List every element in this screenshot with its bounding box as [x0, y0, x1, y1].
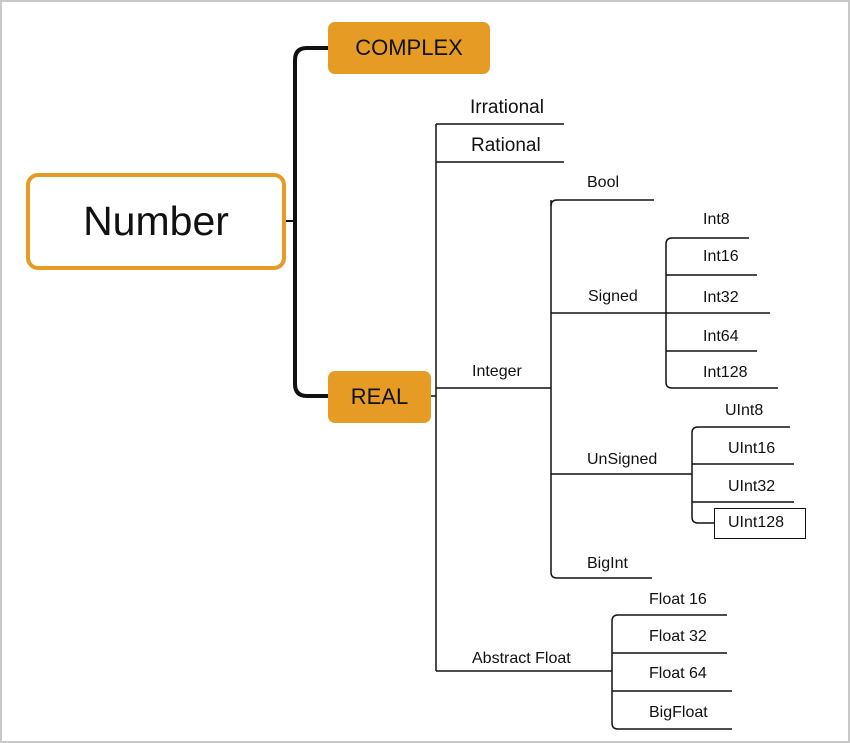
- connector-integer-spine: [550, 200, 558, 579]
- node-abstract-float: Abstract Float: [472, 650, 571, 667]
- node-int128: Int128: [703, 364, 748, 381]
- node-uint128: UInt128: [728, 514, 785, 531]
- node-integer: Integer: [472, 363, 522, 380]
- node-uint8: UInt8: [725, 402, 764, 419]
- node-uint16: UInt16: [728, 440, 776, 457]
- node-bool: Bool: [587, 174, 620, 191]
- node-float16: Float 16: [649, 591, 707, 608]
- root-node-number: Number: [26, 173, 286, 270]
- node-signed: Signed: [588, 288, 638, 305]
- connector-signed-spine: [665, 237, 778, 389]
- node-float32: Float 32: [649, 628, 707, 645]
- connector-float-spine: [611, 614, 732, 730]
- node-bigint: BigInt: [587, 555, 628, 572]
- node-unsigned: UnSigned: [587, 451, 658, 468]
- connector-level1-bracket: [293, 46, 328, 398]
- node-real: REAL: [328, 371, 431, 423]
- node-rational: Rational: [471, 135, 541, 156]
- connector-unsigned-spine: [691, 426, 790, 524]
- node-irrational: Irrational: [470, 97, 544, 118]
- node-uint128-box: [714, 508, 806, 539]
- node-complex: COMPLEX: [328, 22, 490, 74]
- node-uint32: UInt32: [728, 478, 776, 495]
- node-int16: Int16: [703, 248, 739, 265]
- node-bigfloat: BigFloat: [649, 704, 708, 721]
- node-real-label: REAL: [350, 384, 409, 409]
- node-int32: Int32: [703, 289, 739, 306]
- node-int8: Int8: [703, 211, 730, 228]
- node-int64: Int64: [703, 328, 739, 345]
- node-complex-label: COMPLEX: [355, 35, 463, 60]
- root-node-label: Number: [83, 198, 229, 244]
- underline-bool: [550, 199, 654, 207]
- node-float64: Float 64: [649, 665, 707, 682]
